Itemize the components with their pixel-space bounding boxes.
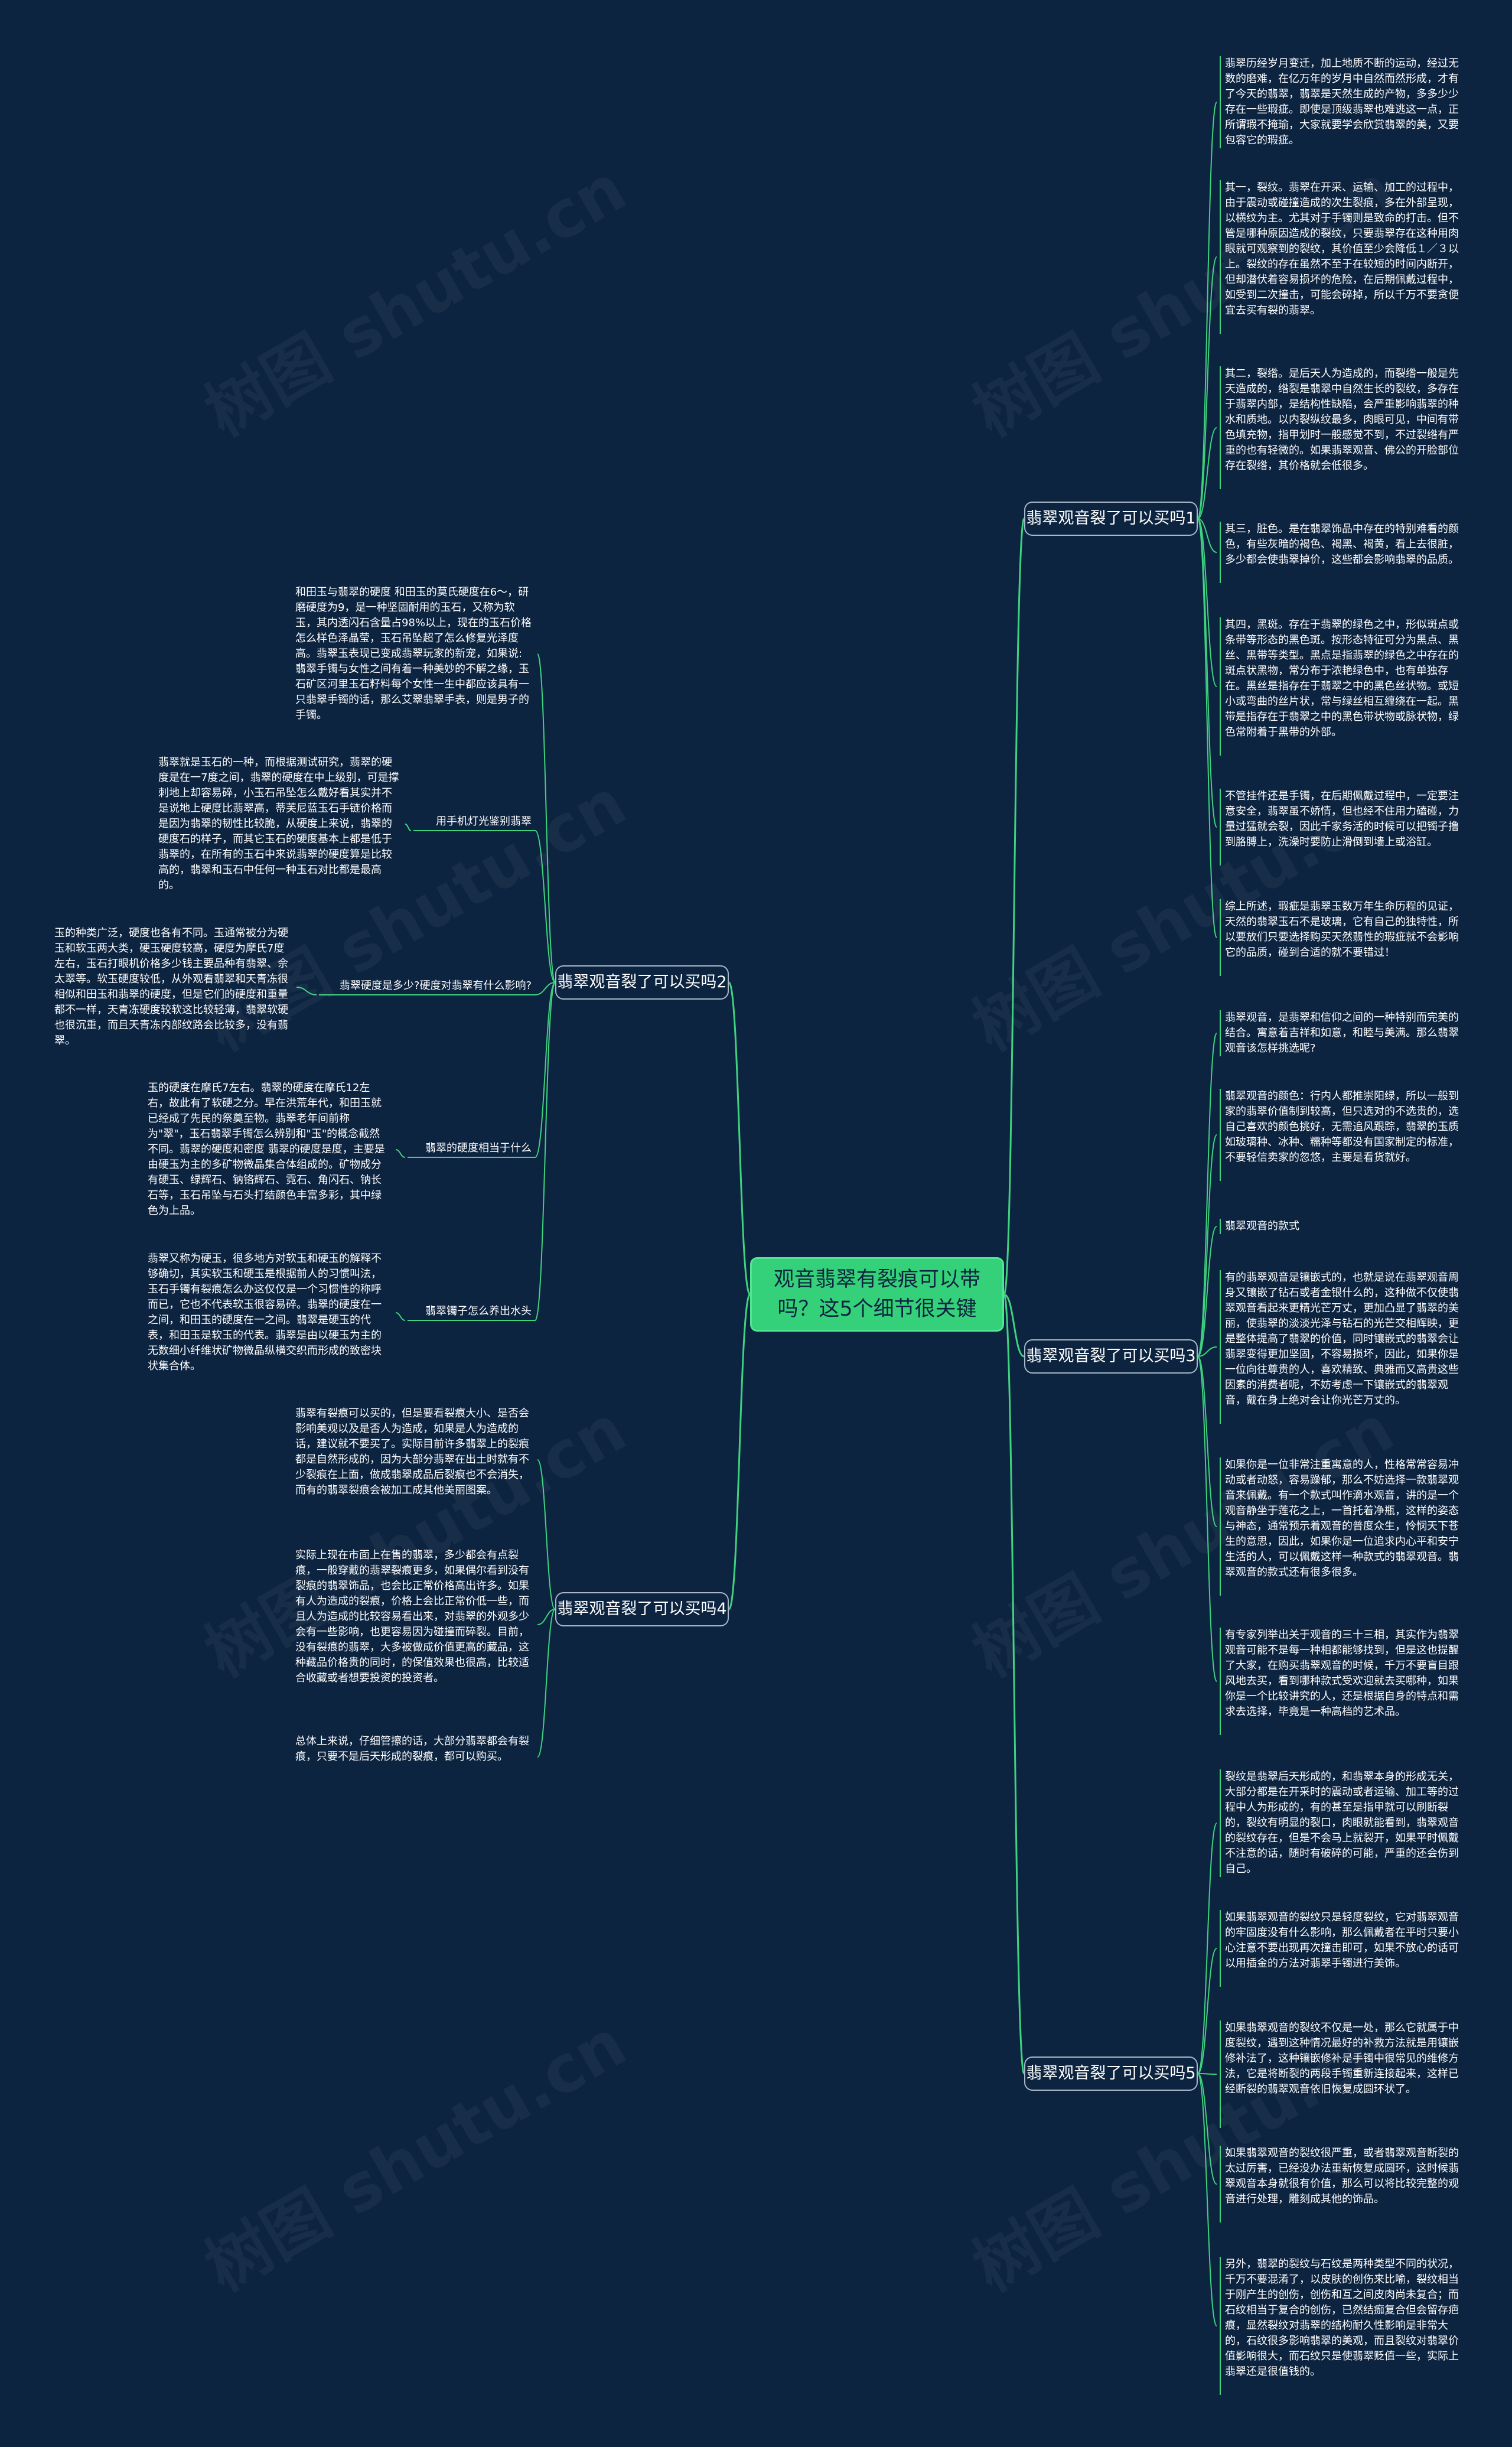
branch-to-leaf-edge (1197, 1356, 1217, 1527)
sub-to-leaf-edge (395, 1149, 406, 1158)
branch-to-leaf-edge (1197, 2073, 1217, 2185)
leaf-note: 实际上现在市面上在售的翡翠，多少都会有点裂痕，一般穿戴的翡翠裂痕更多，如果偶尔看… (295, 1549, 529, 1684)
root-topic[interactable]: 观音翡翠有裂痕可以带吗？这5个细节很关键 (750, 1257, 1004, 1332)
leaf-note: 和田玉与翡翠的硬度 和田玉的莫氏硬度在6～，研磨硬度为9，是一种坚固耐用的玉石，… (295, 586, 532, 721)
sub-topic[interactable]: 用手机灯光鉴别翡翠 (436, 815, 532, 828)
leaf-note: 玉的硬度在摩氏7左右。翡翠的硬度在摩氏12左右，故此有了软硬之分。早在洪荒年代，… (148, 1082, 385, 1217)
branch-to-leaf-edge (1197, 1226, 1217, 1357)
branch-to-leaf-edge (1197, 1346, 1217, 1357)
branch-to-leaf-edge (1197, 256, 1217, 519)
leaf-note: 玉的种类广泛，硬度也各有不同。玉通常被分为硬玉和软玉两大类，硬玉硬度较高，硬度为… (54, 927, 288, 1047)
root-to-branch-edge (1003, 1293, 1025, 2075)
leaf-note: 总体上来说，仔细管擦的话，大部分翡翠都会有裂痕，只要不是后天形成的裂痕，都可以购… (295, 1735, 529, 1763)
leaf-note: 有的翡翠观音是镶嵌式的，也就是说在翡翠观音周身又镶嵌了钻石或者金银什么的，这种做… (1225, 1271, 1459, 1407)
branch-topic-4[interactable]: 翡翠观音裂了可以买吗4 (555, 1592, 729, 1626)
branch-to-leaf-edge (537, 653, 556, 983)
branch-to-leaf-edge (1197, 518, 1217, 553)
leaf-note: 综上所述，瑕疵是翡翠玉数万年生命历程的见证，天然的翡翠玉石不是玻璃，它有自己的独… (1225, 900, 1459, 959)
sub-to-leaf-edge (405, 824, 412, 831)
branch-to-leaf-edge (1197, 1356, 1217, 1682)
leaf-note: 如果翡翠观音的裂纹很严重，或者翡翠观音断裂的太过厉害，已经没办法重新恢复成圆环，… (1225, 2147, 1459, 2205)
root-to-branch-edge (728, 981, 751, 1296)
branch-to-sub-edge (535, 982, 556, 1158)
branch-to-sub-edge (535, 982, 556, 1321)
leaf-note: 如果你是一位非常注重寓意的人，性格常常容易冲动或者动怒，容易躁郁，那么不妨选择一… (1225, 1459, 1459, 1579)
branch-topic-3[interactable]: 翡翠观音裂了可以买吗3 (1024, 1339, 1198, 1374)
leaf-note: 其四，黑斑。存在于翡翠的绿色之中，形似斑点或条带等形态的黑色斑。按形态特征可分为… (1225, 619, 1459, 738)
leaf-note: 翡翠观音的款式 (1225, 1220, 1299, 1232)
leaf-note: 翡翠就是玉石的一种，而根据测试研究，翡翠的硬度是在一7度之间，翡翠的硬度在中上级… (158, 756, 399, 891)
branch-topic-5[interactable]: 翡翠观音裂了可以买吗5 (1024, 2056, 1198, 2091)
branch-to-leaf-edge (1197, 1033, 1217, 1357)
branch-to-leaf-edge (1197, 427, 1217, 519)
branch-to-leaf-edge (1197, 102, 1217, 519)
leaf-note: 另外，翡翠的裂纹与石纹是两种类型不同的状况，千万不要混淆了，以皮肤的创伤来比喻，… (1225, 2258, 1459, 2378)
branch-topic-1[interactable]: 翡翠观音裂了可以买吗1 (1024, 502, 1198, 536)
leaf-note: 裂纹是翡翠后天形成的，和翡翠本身的形成无关，大部分都是在开采时的震动或者运输、加… (1225, 1771, 1459, 1875)
branch-to-leaf-edge (537, 1609, 556, 1625)
branch-topic-2[interactable]: 翡翠观音裂了可以买吗2 (555, 965, 729, 1000)
leaf-note: 如果翡翠观音的裂纹不仅是一处，那么它就属于中度裂纹，遇到这种情况最好的补救方法就… (1225, 2022, 1459, 2095)
sub-to-leaf-edge (296, 987, 317, 995)
root-to-branch-edge (1003, 1293, 1025, 1358)
branch-to-sub-edge (535, 982, 556, 995)
leaf-note: 有专家列举出关于观音的三十三相，其实作为翡翠观音可能不是每一种相都能够找到，但是… (1225, 1629, 1459, 1718)
branch-to-leaf-edge (537, 1459, 556, 1610)
leaf-note: 翡翠观音，是翡翠和信仰之间的一种特别而完美的结合。寓意着吉祥和如意，和睦与美满。… (1225, 1011, 1459, 1055)
leaf-note: 翡翠历经岁月变迁，加上地质不断的运动，经过无数的磨难，在亿万年的岁月中自然而然形… (1225, 57, 1459, 147)
leaf-note: 翡翠有裂痕可以买的，但是要看裂痕大小、是否会影响美观以及是否人为造成，如果是人为… (295, 1407, 529, 1496)
sub-to-leaf-edge (395, 1312, 406, 1321)
leaf-note: 其二，裂绺。是后天人为造成的，而裂绺一般是先天造成的，绺裂是翡翠中自然生长的裂纹… (1225, 367, 1459, 472)
sub-topic[interactable]: 翡翠镯子怎么养出水头 (425, 1305, 532, 1317)
root-to-branch-edge (728, 1293, 751, 1610)
leaf-note: 其三，脏色。是在翡翠饰品中存在的特别难看的颜色，有些灰暗的褐色、褐黑、褐黄，看上… (1225, 523, 1459, 566)
branch-to-leaf-edge (1197, 1823, 1217, 2074)
leaf-note: 不管挂件还是手镯，在后期佩戴过程中，一定要注意安全，翡翠虽不娇情，但也经不住用力… (1225, 790, 1459, 848)
root-to-branch-edge (1003, 518, 1025, 1296)
branch-to-sub-edge (535, 830, 556, 983)
root-topic-label: 观音翡翠有裂痕可以带吗？这5个细节很关键 (773, 1268, 980, 1321)
branch-to-leaf-edge (537, 1609, 556, 1758)
branch-to-leaf-edge (1197, 1134, 1217, 1357)
sub-topic[interactable]: 翡翠的硬度相当于什么 (425, 1142, 532, 1154)
branch-to-leaf-edge (1197, 518, 1217, 687)
branch-to-leaf-edge (1197, 518, 1217, 938)
branch-to-leaf-edge (1197, 2073, 1217, 2326)
leaf-note: 其一，裂纹。翡翠在开采、运输、加工的过程中，由于震动或碰撞造成的次生裂痕，多在外… (1225, 181, 1459, 317)
branch-to-leaf-edge (1197, 518, 1217, 828)
branch-to-leaf-edge (1197, 1948, 1217, 2074)
leaf-note: 翡翠又称为硬玉，很多地方对软玉和硬玉的解释不够确切，其实软玉和硬玉是根据前人的习… (148, 1252, 382, 1372)
leaf-note: 如果翡翠观音的裂纹只是轻度裂纹，它对翡翠观音的牢固度没有什么影响，那么佩戴者在平… (1225, 1911, 1459, 1970)
sub-topic[interactable]: 翡翠硬度是多少?硬度对翡翠有什么影响? (339, 980, 532, 992)
leaf-note: 翡翠观音的颜色：行内人都推崇阳绿，所以一般到家的翡翠价值制到较高，但只选对的不选… (1225, 1090, 1459, 1164)
